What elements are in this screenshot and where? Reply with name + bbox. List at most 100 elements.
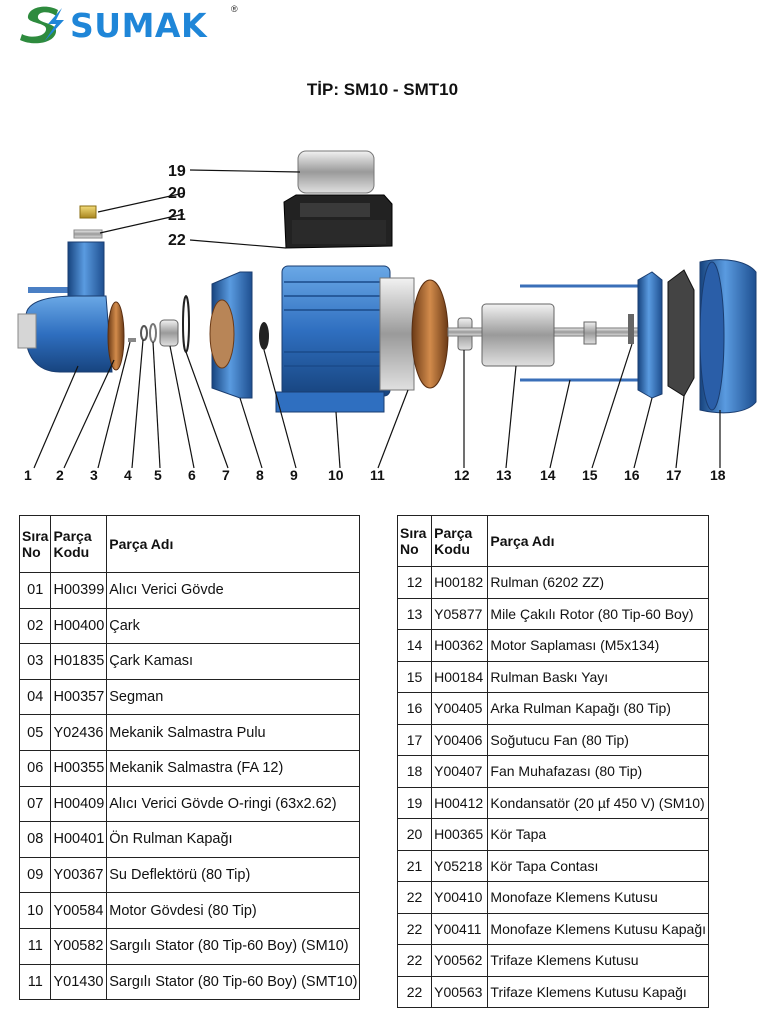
- part-code: Y05218: [431, 849, 489, 882]
- part-number: 03: [18, 643, 52, 680]
- part-code: Y00562: [431, 944, 489, 977]
- part-name: Motor Gövdesi (80 Tip): [106, 892, 361, 929]
- part-number: 21: [396, 849, 433, 882]
- plug-gasket-part: [73, 229, 103, 239]
- part-code: Y00405: [431, 692, 489, 725]
- part-name: Rulman (6202 ZZ): [487, 566, 709, 599]
- terminal-box-part: [283, 194, 393, 249]
- header-code: Parça Kodu: [50, 515, 108, 573]
- brand-name: SUMAK: [70, 6, 208, 45]
- part-name: Çark: [106, 607, 361, 645]
- callout-14: 14: [540, 467, 556, 483]
- impeller-key-part: [128, 338, 136, 342]
- part-code: H00365: [431, 818, 489, 851]
- part-name: Çark Kaması: [106, 643, 361, 680]
- part-name: Fan Muhafazası (80 Tip): [487, 755, 709, 788]
- part-code: Y00367: [50, 856, 108, 894]
- part-code: H00409: [50, 785, 108, 823]
- callout-1: 1: [24, 467, 32, 483]
- fan-cover-part: [699, 259, 757, 414]
- part-code: H00399: [50, 572, 108, 609]
- pump-body-part: [17, 241, 113, 373]
- part-number: 11: [18, 927, 52, 965]
- part-code: Y00410: [431, 881, 489, 914]
- page-title: TİP: SM10 - SMT10: [306, 80, 459, 99]
- sumak-logo-icon: [20, 6, 64, 44]
- part-name: Kör Tapa Contası: [487, 849, 709, 882]
- header-name: Parça Adı: [487, 515, 709, 567]
- water-deflector-part: [259, 322, 269, 350]
- part-code: H00362: [431, 629, 489, 662]
- part-name: Sargılı Stator (80 Tip-60 Boy) (SM10): [106, 927, 361, 965]
- part-name: Alıcı Verici Gövde O-ringi (63x2.62): [106, 785, 361, 823]
- callout-8: 8: [256, 467, 264, 483]
- capacitor-part: [297, 150, 375, 194]
- motor-body-part: [275, 265, 391, 413]
- callout-18: 18: [710, 467, 726, 483]
- part-number: 15: [396, 660, 433, 693]
- part-name: Mile Çakılı Rotor (80 Tip-60 Boy): [487, 597, 709, 630]
- callout-15: 15: [582, 467, 598, 483]
- table-header-row: Sıra No Parça Kodu Parça Adı: [18, 515, 361, 573]
- part-number: 13: [396, 597, 433, 630]
- part-number: 05: [18, 714, 52, 751]
- part-number: 22: [396, 881, 433, 914]
- callout-21: 21: [168, 207, 186, 224]
- callout-2: 2: [56, 467, 64, 483]
- part-name: Monofaze Klemens Kutusu: [487, 881, 709, 914]
- part-name: Kondansatör (20 µf 450 V) (SM10): [487, 786, 709, 819]
- callout-3: 3: [90, 467, 98, 483]
- part-code: H00184: [431, 660, 489, 693]
- part-number: 18: [396, 755, 433, 788]
- part-code: H01835: [50, 643, 108, 680]
- part-number: 19: [396, 786, 433, 819]
- exploded-pump-diagram: 19 20 21 22 1 2 3 4 5 6 7 8 9 10 11 12 1…: [17, 150, 757, 483]
- part-code: H00355: [50, 749, 108, 787]
- registered-mark: ®: [231, 4, 238, 14]
- callout-11: 11: [370, 467, 385, 483]
- brand-logo: SUMAK ®: [18, 2, 238, 46]
- part-name: Alıcı Verici Gövde: [106, 572, 361, 609]
- rear-bearing-cover-part: [637, 271, 663, 399]
- header-name: Parça Adı: [106, 515, 361, 573]
- circlip-part: [140, 325, 148, 341]
- callout-22: 22: [168, 232, 186, 249]
- part-number: 04: [18, 678, 52, 716]
- part-name: Monofaze Klemens Kutusu Kapağı: [487, 912, 709, 945]
- header-no: Sıra No: [396, 515, 433, 567]
- part-number: 22: [396, 975, 433, 1008]
- cooling-fan-part: [667, 269, 695, 397]
- callout-10: 10: [328, 467, 344, 483]
- part-code: Y02436: [50, 714, 108, 751]
- part-name: Motor Saplaması (M5x134): [487, 629, 709, 662]
- part-code: H00357: [50, 678, 108, 716]
- seal-washer-part: [149, 323, 157, 343]
- header-no: Sıra No: [18, 515, 52, 573]
- part-number: 16: [396, 692, 433, 725]
- callout-leader-lines: [33, 169, 721, 469]
- table-header-row: Sıra No Parça Kodu Parça Adı: [396, 515, 709, 567]
- mechanical-seal-part: [159, 319, 179, 347]
- part-name: Ön Rulman Kapağı: [106, 821, 361, 858]
- part-number: 02: [18, 607, 52, 645]
- part-name: Kör Tapa: [487, 818, 709, 851]
- part-name: Trifaze Klemens Kutusu: [487, 944, 709, 977]
- part-name: Su Deflektörü (80 Tip): [106, 856, 361, 894]
- part-code: Y00584: [50, 892, 108, 929]
